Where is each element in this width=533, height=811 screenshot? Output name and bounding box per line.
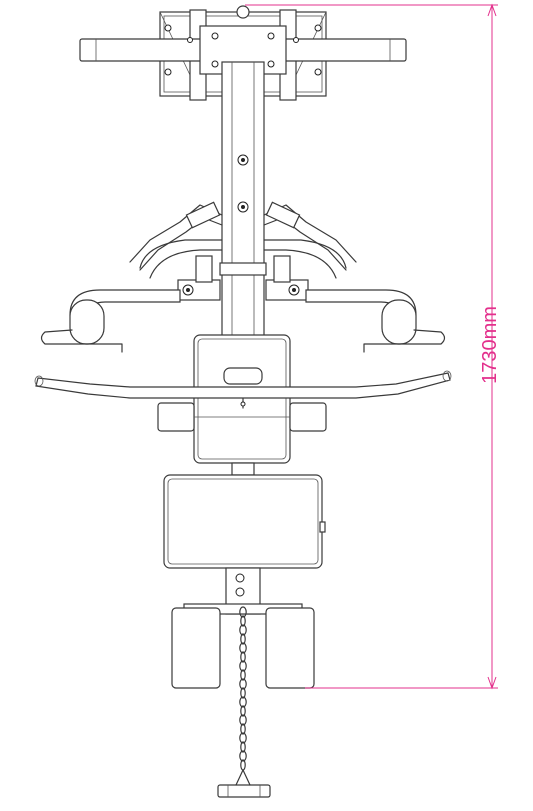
chain-link bbox=[240, 615, 246, 627]
chain-link bbox=[239, 606, 247, 618]
chain-link bbox=[240, 741, 246, 753]
chain-link bbox=[239, 642, 247, 654]
back-pad bbox=[193, 334, 291, 464]
chain-link bbox=[239, 678, 247, 690]
chain-link bbox=[239, 696, 247, 708]
chain-link bbox=[240, 633, 246, 645]
chain-link bbox=[240, 687, 246, 699]
chain-link bbox=[240, 669, 246, 681]
chain-link bbox=[240, 723, 246, 735]
chain-link bbox=[239, 624, 247, 636]
chain-link bbox=[239, 732, 247, 744]
chain bbox=[239, 606, 247, 771]
chain-link bbox=[239, 750, 247, 762]
chain-link bbox=[240, 705, 246, 717]
height-dimension-label: 1730mm bbox=[479, 306, 501, 384]
bracket-bolts bbox=[164, 24, 322, 76]
seat-pad bbox=[163, 462, 326, 569]
leg-roller-pads bbox=[157, 402, 327, 432]
chain-link bbox=[239, 660, 247, 672]
chain-link bbox=[240, 651, 246, 663]
chain-link bbox=[239, 714, 247, 726]
lower-cross-bar bbox=[34, 370, 452, 399]
press-arm-linkage bbox=[129, 201, 357, 301]
foot-platform bbox=[171, 567, 315, 689]
ankle-handle bbox=[217, 769, 271, 798]
height-dimension-line bbox=[245, 3, 498, 690]
arm-handles bbox=[40, 289, 446, 353]
